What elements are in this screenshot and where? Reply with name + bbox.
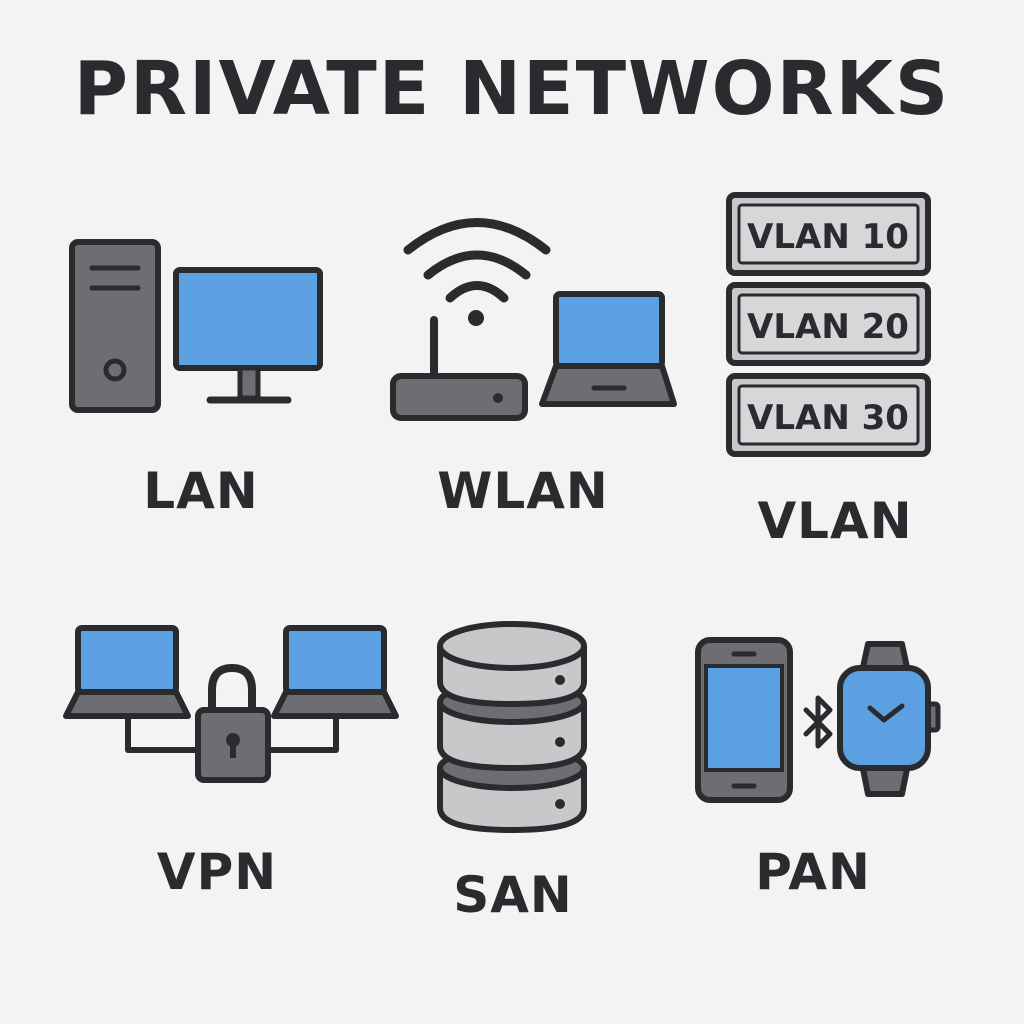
storage-disk-top bbox=[437, 621, 587, 708]
database-storage-icon bbox=[437, 621, 587, 834]
network-label-lan: LAN bbox=[143, 462, 259, 520]
network-label-pan: PAN bbox=[755, 843, 871, 901]
vlan-segment-20: VLAN 20 bbox=[726, 282, 931, 366]
monitor-icon bbox=[173, 267, 323, 404]
smartphone-icon bbox=[695, 637, 793, 803]
network-label-san: SAN bbox=[453, 866, 573, 924]
laptop-icon bbox=[63, 625, 191, 719]
vlan-segment-10: VLAN 10 bbox=[726, 192, 931, 276]
router-icon bbox=[390, 316, 528, 421]
padlock-icon bbox=[195, 663, 271, 783]
laptop-icon bbox=[271, 625, 399, 719]
network-label-vpn: VPN bbox=[156, 843, 278, 901]
vlan-segment-30: VLAN 30 bbox=[726, 373, 931, 457]
vpn-connection-lines bbox=[125, 718, 339, 753]
network-label-wlan: WLAN bbox=[437, 462, 609, 520]
vlan-segment-label: VLAN 20 bbox=[747, 307, 909, 347]
vlan-stack-icon: VLAN 10 VLAN 20 VLAN 30 bbox=[726, 192, 931, 457]
vlan-segment-label: VLAN 30 bbox=[747, 398, 909, 438]
bluetooth-icon bbox=[803, 695, 833, 749]
wifi-signal-icon bbox=[403, 218, 551, 326]
wlan-diagram bbox=[390, 218, 677, 421]
laptop-icon bbox=[539, 291, 677, 407]
desktop-tower-icon bbox=[69, 239, 161, 413]
pan-diagram bbox=[695, 637, 941, 803]
page-title: PRIVATE NETWORKS bbox=[73, 46, 951, 132]
smartwatch-icon bbox=[837, 641, 941, 797]
vlan-segment-label: VLAN 10 bbox=[747, 217, 909, 257]
lan-diagram bbox=[69, 239, 323, 413]
network-label-vlan: VLAN bbox=[757, 492, 913, 550]
vpn-diagram bbox=[63, 625, 399, 783]
